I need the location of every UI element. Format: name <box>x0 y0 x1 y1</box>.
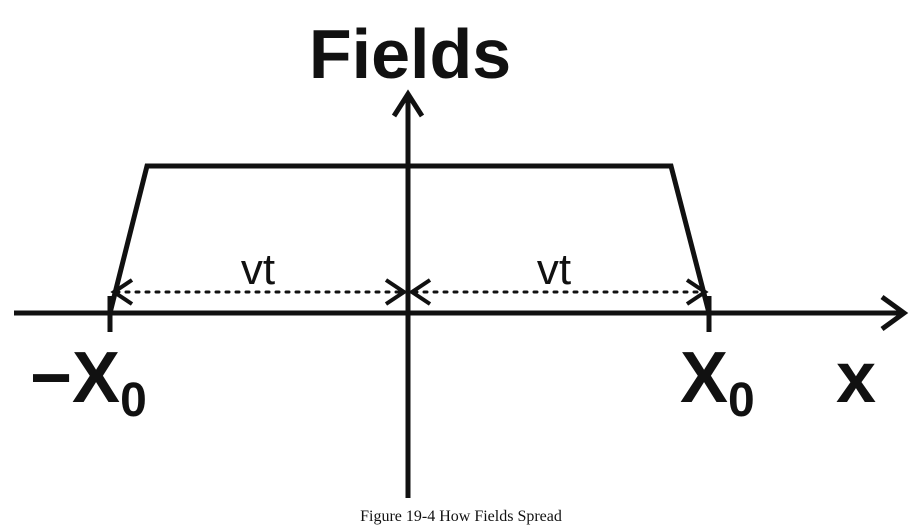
span-left-arrowhead-inner <box>384 278 408 306</box>
mark-minus-x0-letter: X <box>72 338 120 418</box>
horizontal-axis-arrowhead <box>880 294 909 332</box>
vertical-axis-arrowhead <box>391 89 425 118</box>
mark-minus-x0-subscript: 0 <box>120 374 147 427</box>
diagram-title: Fields <box>309 15 511 93</box>
span-left-label: vt <box>241 245 275 294</box>
figure-caption: Figure 19-4 How Fields Spread <box>360 508 562 525</box>
mark-plus-x0-letter: X <box>680 338 728 418</box>
span-left-arrowhead-outer <box>110 278 134 306</box>
mark-plus-x0-label: X0 <box>680 338 755 427</box>
span-right-arrowhead-outer <box>685 278 709 306</box>
mark-minus-x0-sign: − <box>30 338 72 418</box>
mark-minus-x0-label: −X0 <box>30 338 147 427</box>
mark-plus-x0-subscript: 0 <box>728 374 755 427</box>
horizontal-axis-label: x <box>836 338 876 418</box>
span-right-arrowhead-inner <box>408 278 432 306</box>
span-right-label: vt <box>537 245 571 294</box>
field-profile <box>107 163 712 314</box>
